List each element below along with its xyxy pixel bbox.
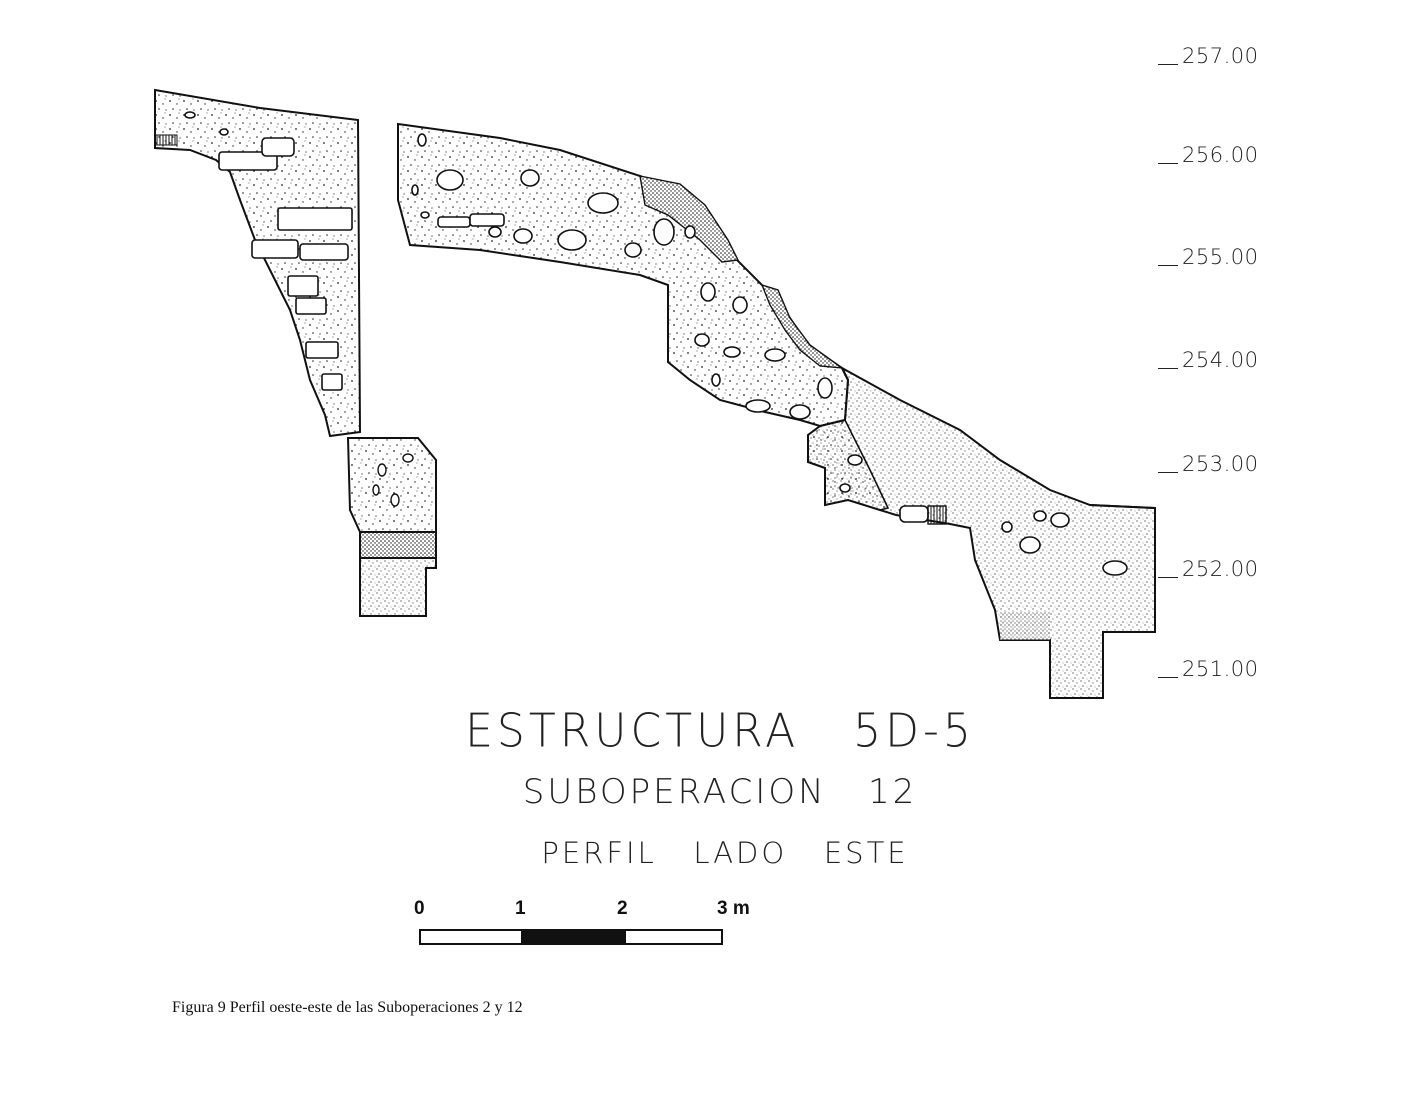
scale-segment-1 (421, 931, 522, 943)
east-upper-section (397, 122, 850, 428)
drawing-profile-label: PERFIL LADO ESTE (541, 836, 909, 870)
elevation-label-254: 254.00 (1158, 348, 1278, 372)
drawing-subtitle: SUBOPERACION 12 (522, 772, 918, 812)
scale-bar (419, 929, 723, 945)
scale-label-3m: 3 m (717, 898, 750, 919)
elevation-label-257: 257.00 (1158, 44, 1278, 68)
elevation-label-255: 255.00 (1158, 245, 1278, 269)
elevation-label-253: 253.00 (1158, 452, 1278, 476)
scale-label-0: 0 (414, 898, 425, 919)
stratigraphic-profile-drawing (154, 88, 1156, 699)
elevation-label-252: 252.00 (1158, 557, 1278, 581)
dark-band-upper (639, 175, 740, 263)
scale-label-2: 2 (617, 898, 628, 919)
west-lower-section (346, 437, 437, 533)
figure-caption: Figura 9 Perfil oeste-este de las Subope… (172, 999, 523, 1016)
drawing-title: ESTRUCTURA 5D-5 (465, 704, 975, 759)
elevation-label-256: 256.00 (1158, 143, 1278, 167)
scale-segment-3 (626, 931, 721, 943)
scale-label-1: 1 (515, 898, 526, 919)
elevation-label-251: 251.00 (1158, 657, 1278, 681)
dark-band-lower (760, 283, 845, 369)
scale-segment-2 (521, 931, 627, 943)
east-lower-section (807, 365, 1156, 699)
